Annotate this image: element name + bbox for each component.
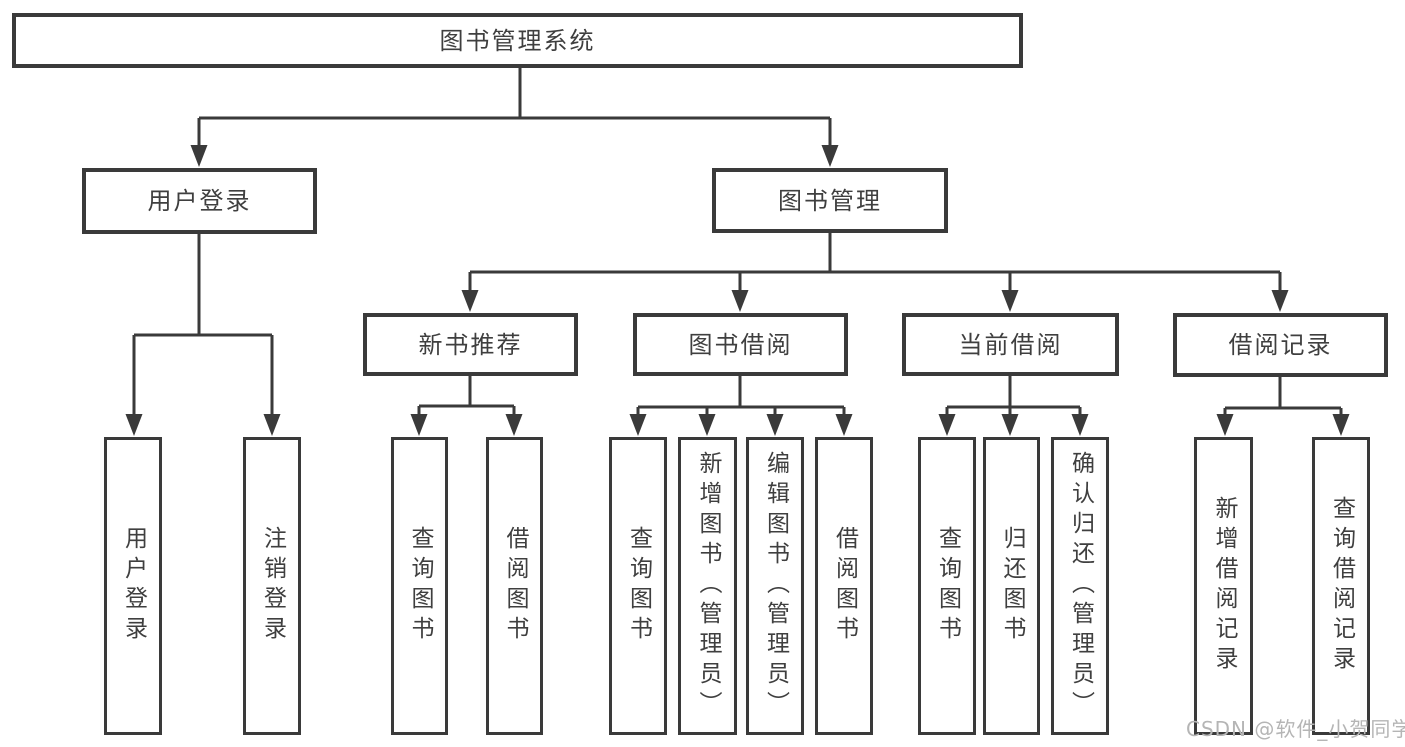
leaf-add-books-admin-label: 新增图书（管理员） xyxy=(695,451,721,721)
leaf-edit-books-admin-label: 编辑图书（管理员） xyxy=(762,451,789,721)
leaf-query-borrow-record-label: 查询借阅记录 xyxy=(1328,496,1355,676)
leaf-logout-label: 注销登录 xyxy=(259,526,286,646)
leaf-add-borrow-record: 新增借阅记录 xyxy=(1194,437,1253,735)
node-borrowing-records: 借阅记录 xyxy=(1173,313,1388,377)
node-root-label: 图书管理系统 xyxy=(439,26,596,55)
leaf-add-borrow-record-label: 新增借阅记录 xyxy=(1211,496,1237,676)
csdn-watermark: CSDN @软件_小贺同学 xyxy=(1186,717,1405,741)
arrowheads xyxy=(125,145,1350,436)
leaf-add-books-admin: 新增图书（管理员） xyxy=(678,437,737,735)
leaf-query-books-recommend-label: 查询图书 xyxy=(407,526,433,646)
leaf-borrow-books-recommend: 借阅图书 xyxy=(486,437,543,735)
node-book-management: 图书管理 xyxy=(712,168,948,233)
leaf-query-borrow-record: 查询借阅记录 xyxy=(1312,437,1370,735)
leaf-query-books-current-label: 查询图书 xyxy=(934,526,961,646)
leaf-borrow-books: 借阅图书 xyxy=(815,437,873,735)
node-root: 图书管理系统 xyxy=(12,13,1023,68)
branch-lines xyxy=(134,68,1341,410)
leaf-return-books-label: 归还图书 xyxy=(999,526,1025,646)
node-borrowing-records-label: 借阅记录 xyxy=(1228,331,1333,359)
node-current-borrowing-label: 当前借阅 xyxy=(958,330,1063,359)
leaf-confirm-return-admin: 确认归还（管理员） xyxy=(1051,437,1109,735)
node-book-borrowing: 图书借阅 xyxy=(633,313,848,376)
leaf-user-login-label: 用户登录 xyxy=(120,526,147,646)
node-new-book-recommend: 新书推荐 xyxy=(363,313,578,376)
leaf-query-books-borrowing-label: 查询图书 xyxy=(625,526,652,646)
leaf-query-books-borrowing: 查询图书 xyxy=(609,437,667,735)
node-user-login: 用户登录 xyxy=(82,168,317,234)
leaf-query-books-current: 查询图书 xyxy=(918,437,976,735)
leaf-query-books-recommend: 查询图书 xyxy=(391,437,448,735)
leaf-edit-books-admin: 编辑图书（管理员） xyxy=(746,437,804,735)
node-book-management-label: 图书管理 xyxy=(778,186,882,215)
node-new-book-recommend-label: 新书推荐 xyxy=(418,330,523,359)
node-user-login-label: 用户登录 xyxy=(147,187,252,215)
leaf-logout: 注销登录 xyxy=(243,437,301,735)
node-current-borrowing: 当前借阅 xyxy=(902,313,1119,376)
node-book-borrowing-label: 图书借阅 xyxy=(688,330,793,359)
leaf-confirm-return-admin-label: 确认归还（管理员） xyxy=(1067,451,1094,721)
leaf-borrow-books-label: 借阅图书 xyxy=(831,526,858,646)
leaf-return-books: 归还图书 xyxy=(983,437,1040,735)
leaf-borrow-books-recommend-label: 借阅图书 xyxy=(502,526,528,646)
arrow-shafts xyxy=(132,118,1343,418)
leaf-user-login: 用户登录 xyxy=(104,437,162,735)
